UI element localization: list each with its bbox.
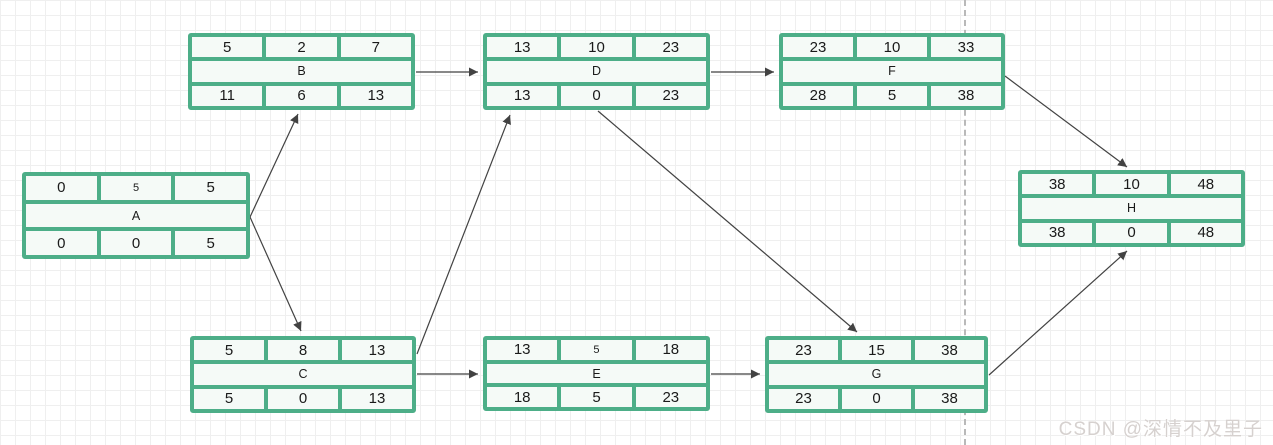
task-name: D xyxy=(485,59,708,84)
duration-cell: 10 xyxy=(559,35,634,60)
edge-D-G[interactable] xyxy=(597,110,858,333)
task-name: E xyxy=(485,361,708,386)
latest-start-cell: 13 xyxy=(485,83,560,108)
latest-finish-cell: 13 xyxy=(340,386,414,411)
earliest-start-cell: 23 xyxy=(767,338,840,363)
late-times-row: 18 5 23 xyxy=(485,385,708,410)
late-times-row: 11 6 13 xyxy=(190,83,413,108)
earliest-start-cell: 23 xyxy=(781,35,855,60)
latest-start-cell: 11 xyxy=(190,83,265,108)
edge-A-C[interactable] xyxy=(249,216,302,332)
earliest-start-cell: 38 xyxy=(1020,172,1095,197)
latest-start-cell: 28 xyxy=(781,83,855,108)
task-node-B[interactable]: 5 2 7 B 11 6 13 xyxy=(188,33,415,110)
slack-cell: 0 xyxy=(1094,220,1169,245)
early-times-row: 13 5 18 xyxy=(485,338,708,362)
duration-cell: 5 xyxy=(559,338,634,362)
task-node-G[interactable]: 23 15 38 G 23 0 38 xyxy=(765,336,988,413)
task-node-C[interactable]: 5 8 13 C 5 0 13 xyxy=(190,336,416,413)
latest-start-cell: 5 xyxy=(192,386,266,411)
slack-cell: 5 xyxy=(559,385,634,410)
latest-finish-cell: 23 xyxy=(633,385,708,410)
slack-cell: 0 xyxy=(840,386,913,411)
late-times-row: 28 5 38 xyxy=(781,83,1003,108)
slack-cell: 0 xyxy=(559,83,634,108)
task-node-E[interactable]: 13 5 18 E 18 5 23 xyxy=(483,336,710,411)
task-node-H[interactable]: 38 10 48 H 38 0 48 xyxy=(1018,170,1245,247)
early-times-row: 38 10 48 xyxy=(1020,172,1243,197)
duration-cell: 15 xyxy=(840,338,913,363)
early-times-row: 23 15 38 xyxy=(767,338,986,363)
latest-start-cell: 0 xyxy=(24,229,99,258)
task-name-row: F xyxy=(781,59,1003,84)
late-times-row: 38 0 48 xyxy=(1020,220,1243,245)
task-node-F[interactable]: 23 10 33 F 28 5 38 xyxy=(779,33,1005,110)
early-times-row: 5 8 13 xyxy=(192,338,414,363)
task-name-row: E xyxy=(485,361,708,386)
earliest-finish-cell: 33 xyxy=(929,35,1003,60)
slack-cell: 0 xyxy=(266,386,340,411)
latest-finish-cell: 48 xyxy=(1168,220,1243,245)
earliest-finish-cell: 38 xyxy=(913,338,986,363)
earliest-finish-cell: 13 xyxy=(340,338,414,363)
early-times-row: 23 10 33 xyxy=(781,35,1003,60)
early-times-row: 0 5 5 xyxy=(24,174,249,202)
duration-cell: 10 xyxy=(1094,172,1169,197)
early-times-row: 5 2 7 xyxy=(190,35,413,60)
late-times-row: 13 0 23 xyxy=(485,83,708,108)
earliest-finish-cell: 18 xyxy=(633,338,708,362)
latest-start-cell: 23 xyxy=(767,386,840,411)
task-name-row: G xyxy=(767,362,986,387)
task-node-D[interactable]: 13 10 23 D 13 0 23 xyxy=(483,33,710,110)
slack-cell: 6 xyxy=(264,83,339,108)
latest-finish-cell: 5 xyxy=(173,229,249,258)
late-times-row: 5 0 13 xyxy=(192,386,414,411)
task-name: F xyxy=(781,59,1003,84)
latest-finish-cell: 23 xyxy=(633,83,708,108)
earliest-start-cell: 13 xyxy=(485,338,560,362)
task-name-row: A xyxy=(24,201,248,230)
earliest-start-cell: 5 xyxy=(192,338,266,363)
duration-cell: 5 xyxy=(98,174,174,202)
duration-cell: 2 xyxy=(264,35,339,60)
task-name: G xyxy=(767,362,986,387)
early-times-row: 13 10 23 xyxy=(485,35,708,60)
task-name-row: H xyxy=(1020,196,1243,221)
earliest-start-cell: 13 xyxy=(485,35,560,60)
edge-C-D[interactable] xyxy=(416,114,511,355)
task-name: H xyxy=(1020,196,1243,221)
edge-F-H[interactable] xyxy=(1004,75,1128,168)
latest-start-cell: 18 xyxy=(485,385,560,410)
csdn-watermark: CSDN @深情不及里子 xyxy=(1058,419,1263,440)
edge-A-B[interactable] xyxy=(249,113,299,218)
late-times-row: 23 0 38 xyxy=(767,386,986,411)
latest-finish-cell: 13 xyxy=(338,83,413,108)
duration-cell: 10 xyxy=(855,35,929,60)
task-name-row: D xyxy=(485,59,708,84)
duration-cell: 8 xyxy=(266,338,340,363)
earliest-finish-cell: 5 xyxy=(173,174,249,202)
latest-finish-cell: 38 xyxy=(913,386,986,411)
task-name: C xyxy=(192,362,414,387)
task-node-A[interactable]: 0 5 5 A 0 0 5 xyxy=(22,172,250,259)
task-name-row: B xyxy=(190,59,413,84)
slack-cell: 0 xyxy=(98,229,174,258)
late-times-row: 0 0 5 xyxy=(24,229,249,258)
task-name: A xyxy=(24,201,248,230)
task-name-row: C xyxy=(192,362,414,387)
task-name: B xyxy=(190,59,413,84)
slack-cell: 5 xyxy=(855,83,929,108)
earliest-start-cell: 0 xyxy=(24,174,99,202)
latest-finish-cell: 38 xyxy=(929,83,1003,108)
earliest-finish-cell: 48 xyxy=(1168,172,1243,197)
earliest-finish-cell: 7 xyxy=(338,35,413,60)
edge-G-H[interactable] xyxy=(988,250,1128,376)
page-boundary-dashed-line xyxy=(964,0,966,445)
latest-start-cell: 38 xyxy=(1020,220,1095,245)
earliest-finish-cell: 23 xyxy=(633,35,708,60)
earliest-start-cell: 5 xyxy=(190,35,265,60)
